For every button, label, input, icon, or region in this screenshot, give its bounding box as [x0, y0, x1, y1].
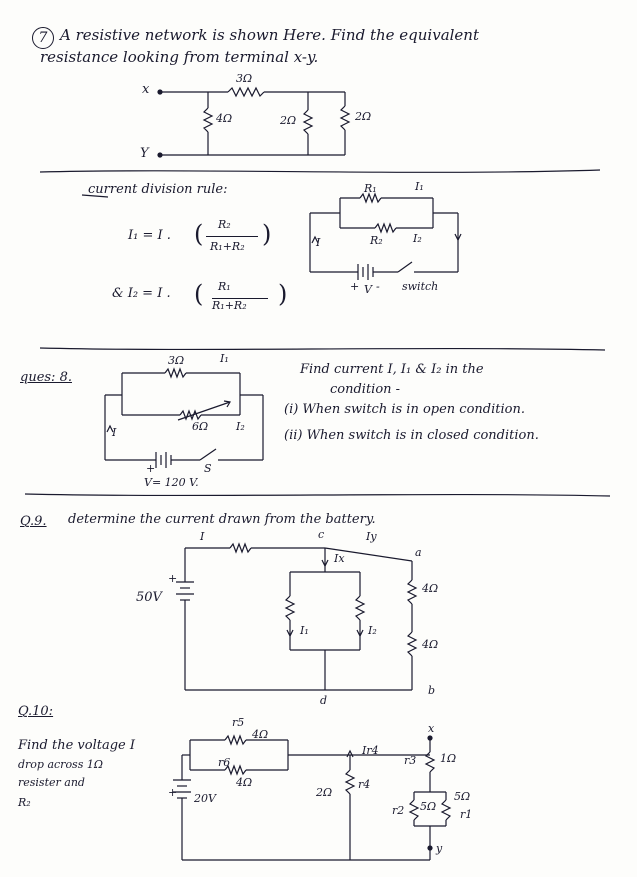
- cdr-eq1-open-paren: (: [194, 220, 204, 248]
- q7-circuit: [157, 86, 351, 158]
- cdr-r2-label: R₂: [370, 234, 383, 247]
- cdr-eq2-numerator: R₁: [218, 280, 231, 293]
- cdr-plus-label: +: [350, 280, 360, 293]
- q8-question-line1: Find current I, I₁ & I₂ in the: [300, 362, 484, 377]
- cdr-heading: current division rule:: [88, 182, 228, 197]
- separator-1: [39, 169, 601, 173]
- cdr-eq2-open-paren: (: [194, 280, 204, 308]
- q9-label: Q.9.: [20, 514, 47, 529]
- cdr-eq1-fraction-bar: [206, 236, 258, 237]
- separator-3: [24, 493, 611, 497]
- q9-node-d: d: [320, 694, 328, 707]
- q10-question-line4: R₂: [18, 796, 31, 809]
- q9-circuit: [176, 542, 418, 691]
- q8-i-label: I: [112, 426, 117, 439]
- cdr-i-label: I: [316, 236, 321, 249]
- q8-r2-label: 6Ω: [192, 420, 209, 433]
- q7-terminal-y: Y: [140, 146, 149, 161]
- cdr-v-label: V: [364, 283, 372, 296]
- cdr-eq2-lhs: & I₂ = I .: [112, 286, 171, 301]
- cdr-minus-label: -: [376, 280, 380, 293]
- q10-label: Q.10:: [18, 704, 54, 719]
- q10-r-1ohm-label: 1Ω: [440, 752, 457, 765]
- q10-node-y: y: [436, 842, 443, 855]
- cdr-eq1-numerator: R₂: [218, 218, 231, 231]
- q9-node-a: a: [415, 546, 422, 559]
- q9-i-label: I: [200, 530, 205, 543]
- q9-question-text: determine the current drawn from the bat…: [68, 512, 376, 527]
- cdr-eq1-denominator: R₁+R₂: [210, 240, 245, 253]
- q9-iy-label: Iy: [366, 530, 377, 543]
- q10-circuit: [173, 734, 452, 861]
- cdr-eq1-lhs: I₁ = I .: [128, 228, 171, 243]
- q7-resistor-right-label: 2Ω: [355, 110, 372, 123]
- q10-question-line2: drop across 1Ω: [18, 758, 103, 771]
- q10-r4-name: r4: [358, 778, 371, 791]
- q10-voltage-label: 20V: [194, 792, 216, 805]
- q9-node-c: c: [318, 528, 325, 541]
- q9-i1-label: I₁: [300, 624, 309, 637]
- q9-r-top-label: 4Ω: [422, 582, 439, 595]
- q9-i2-label: I₂: [368, 624, 377, 637]
- q9-r-bot-label: 4Ω: [422, 638, 439, 651]
- q8-plus-label: +: [146, 462, 156, 475]
- q10-r3-name: r3: [404, 754, 417, 767]
- q7-terminal-x: x: [142, 82, 150, 97]
- cdr-i2-label: I₂: [413, 232, 422, 245]
- q10-ir4-label: Ir4: [362, 744, 379, 757]
- q9-ix-label: Ix: [334, 552, 345, 565]
- q7-question-line2: resistance looking from terminal x-y.: [40, 48, 319, 66]
- q7-question-line1: A resistive network is shown Here. Find …: [60, 26, 479, 44]
- q10-r1-value: 5Ω: [454, 790, 471, 803]
- cdr-circuit: [309, 192, 462, 280]
- q10-node-x: x: [428, 722, 435, 735]
- cdr-eq1-close-paren: ): [262, 220, 272, 248]
- q10-r1-name: r1: [460, 808, 473, 821]
- q8-question-line2: condition -: [330, 382, 401, 397]
- q9-plus-label: +: [168, 572, 178, 585]
- q8-i1-label: I₁: [220, 352, 229, 365]
- q7-resistor-mid-label: 2Ω: [280, 114, 297, 127]
- q10-r2-name: r2: [392, 804, 405, 817]
- q9-voltage-label: 50V: [136, 590, 162, 605]
- q10-r5-value: 4Ω: [252, 728, 269, 741]
- q8-r1-label: 3Ω: [168, 354, 185, 367]
- q10-question-line1: Find the voltage I: [18, 738, 136, 753]
- q7-resistor-left-label: 4Ω: [216, 112, 233, 125]
- cdr-switch-label: switch: [402, 280, 439, 293]
- q8-condition-1: (i) When switch is in open condition.: [284, 402, 525, 417]
- q10-r2-value: 5Ω: [420, 800, 437, 813]
- q9-node-b: b: [428, 684, 436, 697]
- cdr-eq2-denominator: R₁+R₂: [212, 298, 268, 312]
- q8-switch-label: S: [204, 462, 212, 475]
- q8-condition-2: (ii) When switch is in closed condition.: [284, 428, 539, 443]
- q8-voltage-label: V= 120 V.: [144, 476, 199, 489]
- q10-question-line3: resister and: [18, 776, 85, 789]
- separator-2: [39, 347, 606, 351]
- q7-resistor-top-label: 3Ω: [236, 72, 253, 85]
- q10-r6-value: 4Ω: [236, 776, 253, 789]
- cdr-r1-label: R₁: [364, 182, 377, 195]
- cdr-i1-label: I₁: [415, 180, 424, 193]
- cdr-eq2-close-paren: ): [278, 280, 288, 308]
- q10-plus-label: +: [168, 786, 178, 799]
- q8-label: ques: 8.: [20, 370, 72, 385]
- q8-i2-label: I₂: [236, 420, 245, 433]
- q8-circuit: [104, 367, 264, 468]
- q10-r-2ohm-label: 2Ω: [316, 786, 333, 799]
- q10-r6-name: r6: [218, 756, 231, 769]
- q10-r5-name: r5: [232, 716, 245, 729]
- q7-number-badge: 7: [32, 27, 54, 49]
